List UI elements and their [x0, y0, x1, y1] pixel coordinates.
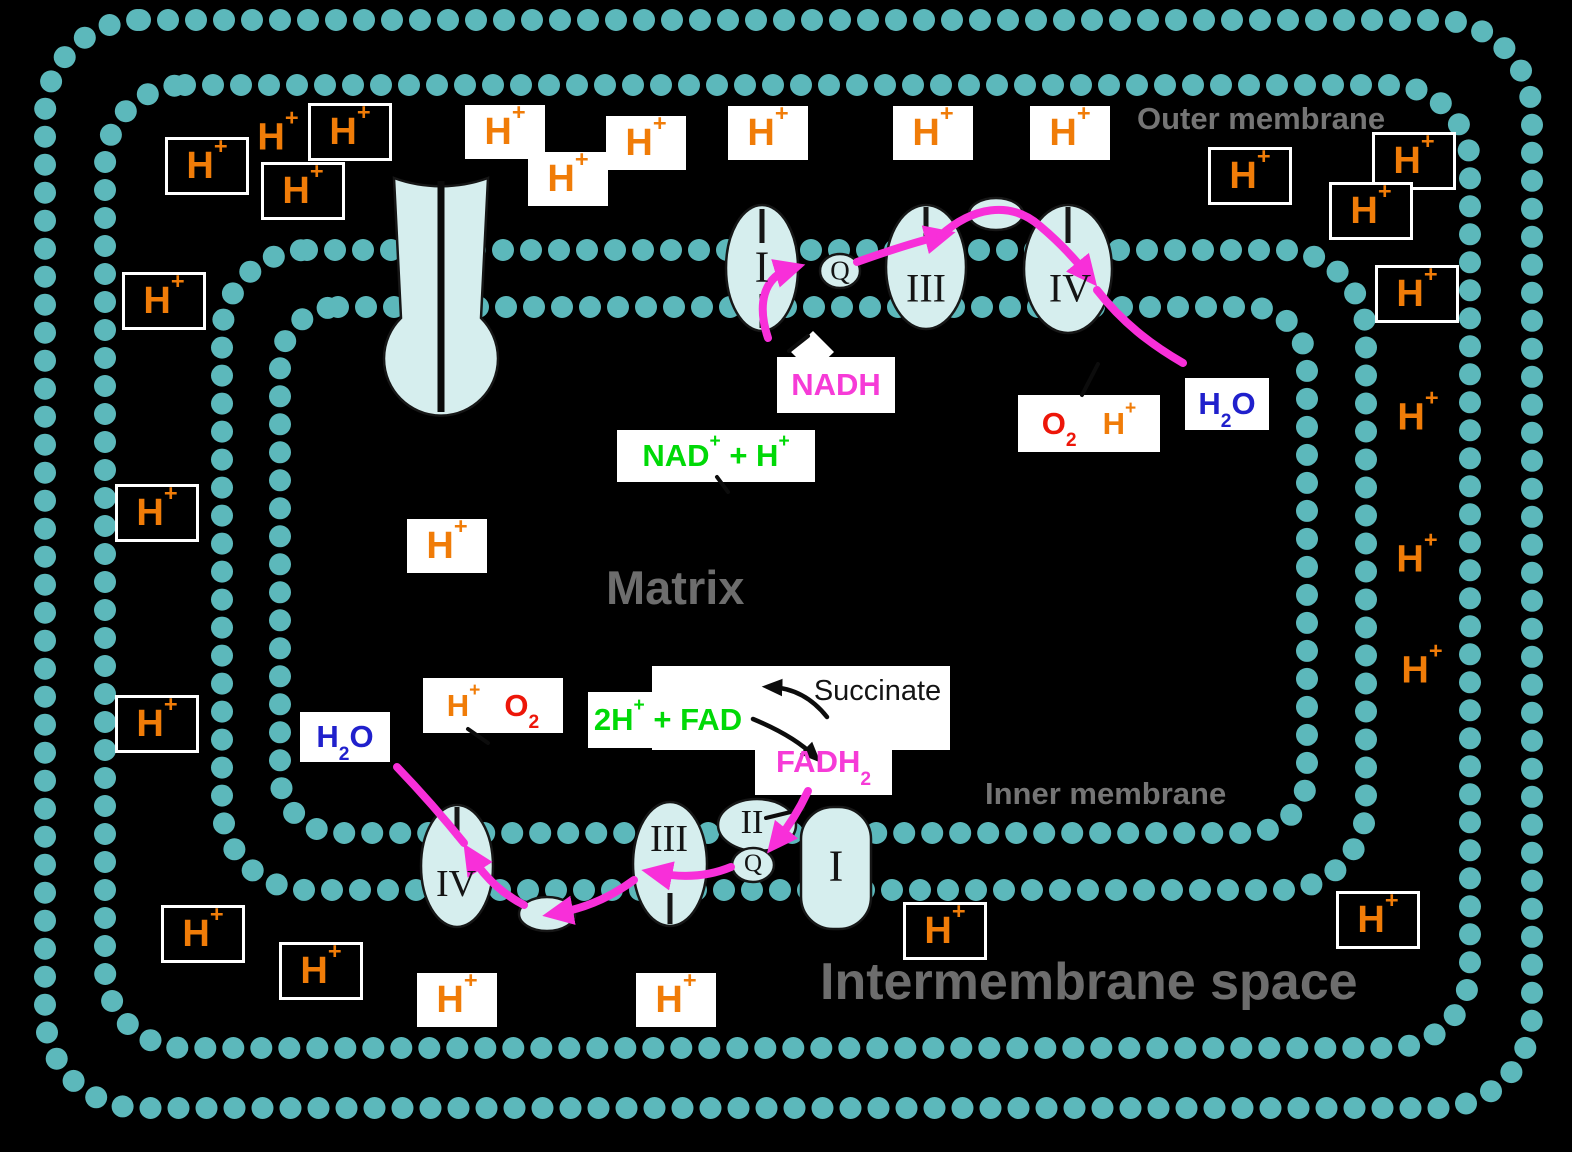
intermembrane-space-label: Intermembrane space: [820, 953, 1358, 1011]
proton-label: H+: [257, 104, 299, 159]
proton-label: H+: [1397, 384, 1439, 439]
proton-label: H+: [261, 159, 345, 220]
complex-III-bottom-label: III: [650, 818, 688, 860]
proton-label: H+: [893, 101, 973, 160]
nadh-tick: [787, 334, 810, 353]
label-backgrounds: [300, 331, 1269, 795]
complex-IV-top-label: IV: [1048, 265, 1092, 311]
succinate-fad-reaction-arrows: [750, 678, 830, 763]
proton-label: H+: [903, 899, 987, 960]
nad-plus-h-label: NAD+ + H+: [642, 430, 790, 473]
complex-I-top-label: I: [754, 242, 770, 292]
complex-I-bottom: [799, 805, 873, 931]
proton-label: H+: [115, 692, 199, 753]
proton-label: H+: [407, 514, 487, 573]
water-label-top: H2O: [1198, 386, 1256, 432]
atp-synthase: [382, 176, 500, 417]
water-label-bottom: H2O: [316, 719, 374, 765]
o2-tick-bottom: [466, 727, 490, 745]
proton-label: H+: [308, 100, 392, 161]
complex-II-bottom-label: II: [740, 804, 764, 841]
proton-label: H+: [417, 968, 497, 1027]
proton-label: H+: [1329, 179, 1413, 240]
o2-text-top: O2: [1041, 405, 1077, 452]
fadh2-label: FADH2: [775, 744, 872, 790]
outer-membrane-inner-leaflet: [94, 74, 1481, 1059]
oxygen-proton-label-top: O2 H+: [1018, 395, 1160, 452]
proton-label: H+: [1372, 129, 1456, 190]
outer-membrane-outer-leaflet: [34, 9, 1543, 1119]
complex-III-top-label: III: [906, 265, 946, 311]
proton-label: H+: [1401, 637, 1443, 692]
fad-to-fadh2-arc: [750, 716, 821, 763]
proton-label: H+: [161, 902, 245, 963]
q-top-label: Q: [830, 255, 850, 286]
proton-label: H+: [115, 481, 199, 542]
membrane-dots: [34, 9, 1543, 1119]
hplus-text-bottom: H+: [446, 680, 481, 723]
proton-label: H+: [1208, 144, 1292, 205]
o2-text-bottom: O2: [504, 687, 540, 734]
hplus-text-top: H+: [1102, 398, 1137, 441]
proton-label: H+: [279, 939, 363, 1000]
fad-label: 2H+ + FAD: [593, 694, 743, 737]
electron-path-top: [758, 205, 1187, 367]
proton-label: H+: [636, 968, 716, 1027]
nadh-label: NADH: [791, 367, 881, 402]
electron-path-bottom: [393, 763, 812, 925]
nad-tick: [715, 475, 730, 494]
matrix-label: Matrix: [606, 561, 745, 614]
proton-label: H+: [122, 269, 206, 330]
proton-label: H+: [1396, 526, 1438, 581]
complex-IV-bottom-label: IV: [435, 863, 477, 905]
electron-flow-arrows: [393, 205, 1187, 925]
proton-label: H+: [1030, 101, 1110, 160]
outer-membrane-label: Outer membrane: [1137, 101, 1386, 136]
complex-IV-bottom: [419, 803, 495, 929]
q-bottom-label: Q: [743, 850, 763, 877]
inner-membrane-label: Inner membrane: [985, 776, 1227, 811]
proton-label: H+: [728, 101, 808, 160]
o2-tick-top: [1080, 362, 1100, 397]
proton-oxygen-label-bottom: H+ O2: [423, 678, 563, 733]
proton-label: H+: [1375, 262, 1459, 323]
q-carrier-top: [818, 252, 862, 290]
proton-label: H+: [528, 147, 608, 206]
succinate-to-fad-arc: [761, 678, 830, 720]
proton-label: H+: [606, 111, 686, 170]
proton-label: H+: [165, 134, 249, 195]
complex-I-bottom-label: I: [828, 841, 844, 891]
proton-label: H+: [465, 100, 545, 159]
succinate-label: Succinate: [813, 674, 942, 707]
proton-label: H+: [1336, 888, 1420, 949]
